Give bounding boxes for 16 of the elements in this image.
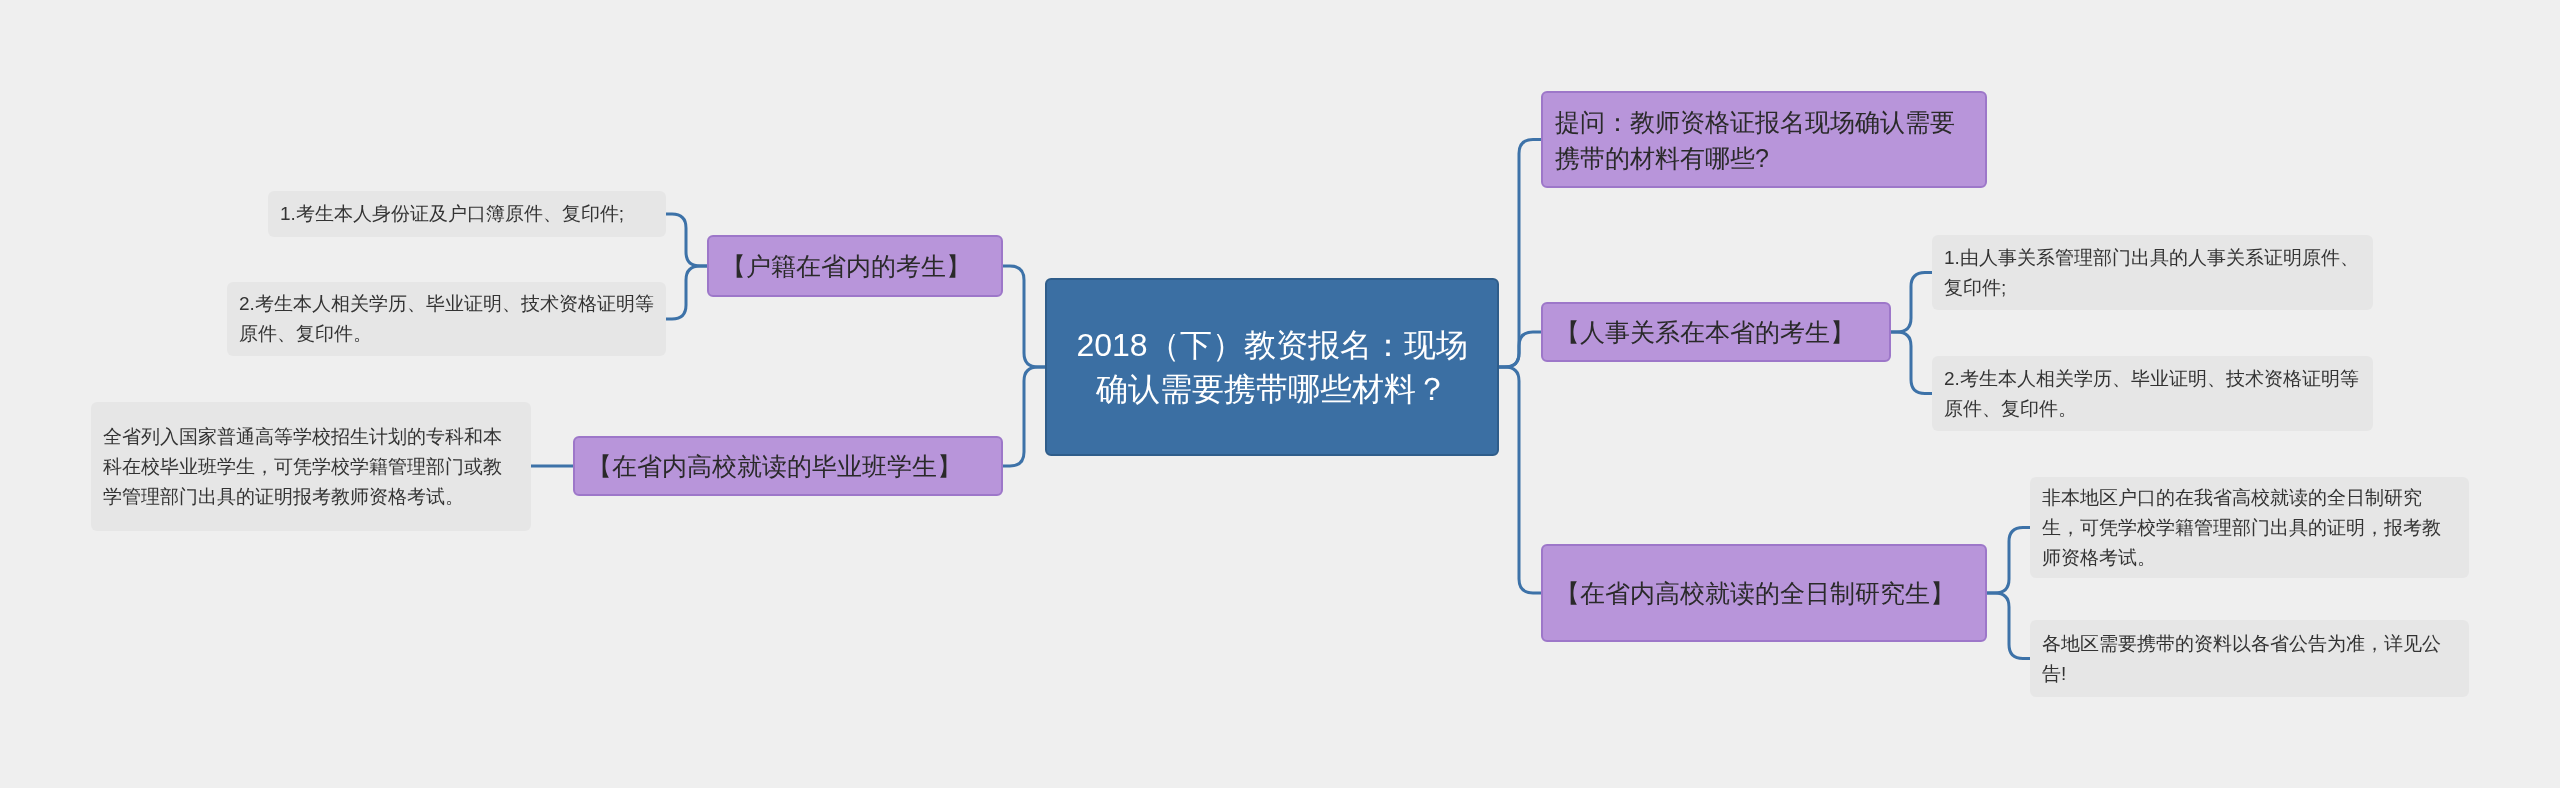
topic-box: 【人事关系在本省的考生】 (1541, 302, 1891, 362)
note-box: 各地区需要携带的资料以各省公告为准，详见公告! (2030, 620, 2469, 697)
note-box: 1.由人事关系管理部门出具的人事关系证明原件、复印件; (1932, 235, 2373, 310)
connector-line (1499, 365, 1541, 595)
connector-line (531, 464, 573, 468)
note-box: 非本地区户口的在我省高校就读的全日制研究生，可凭学校学籍管理部门出具的证明，报考教师资格考试。 (2030, 477, 2469, 578)
topic-box: 【户籍在省内的考生】 (707, 235, 1003, 297)
connector-line (1003, 365, 1045, 468)
note-box: 2.考生本人相关学历、毕业证明、技术资格证明等原件、复印件。 (1932, 356, 2373, 431)
topic-box: 【在省内高校就读的毕业班学生】 (573, 436, 1003, 496)
central-topic-box: 2018（下）教资报名：现场确认需要携带哪些材料？ (1045, 278, 1499, 456)
topic-box: 提问：教师资格证报名现场确认需要携带的材料有哪些? (1541, 91, 1987, 188)
topic-box: 【在省内高校就读的全日制研究生】 (1541, 544, 1987, 642)
note-box: 2.考生本人相关学历、毕业证明、技术资格证明等原件、复印件。 (227, 282, 666, 356)
note-box: 1.考生本人身份证及户口簿原件、复印件; (268, 191, 666, 237)
note-box: 全省列入国家普通高等学校招生计划的专科和本科在校毕业班学生，可凭学校学籍管理部门或教学管理部门出具的证明报考教师资格考试。 (91, 402, 531, 531)
